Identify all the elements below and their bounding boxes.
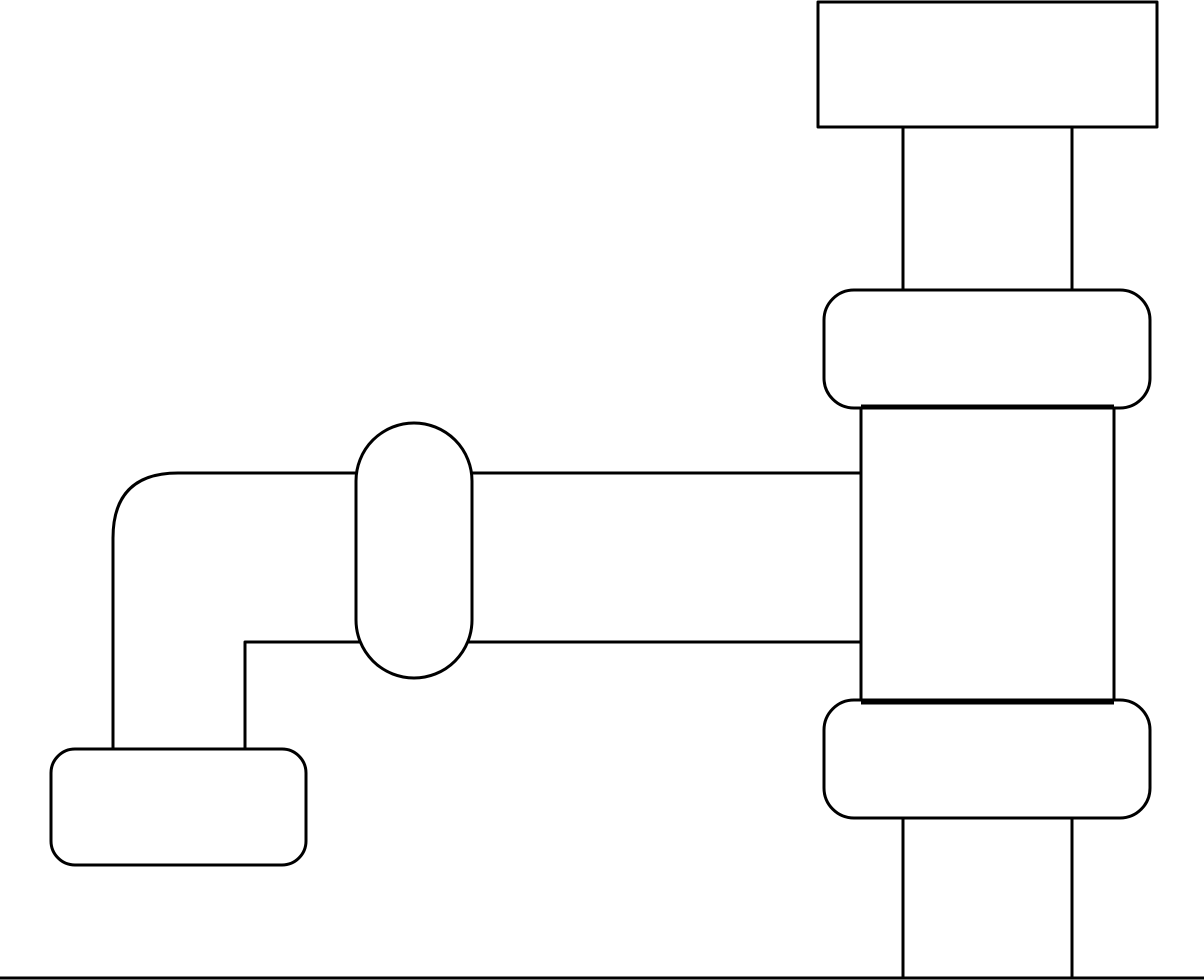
vertical-pipe-lower: [901, 813, 1074, 980]
upper-coupling: [822, 288, 1152, 410]
left-end-cap: [49, 747, 308, 867]
tee-body: [859, 402, 1116, 706]
top-cap: [816, 0, 1159, 129]
branch-coupling: [354, 421, 474, 680]
lower-coupling: [822, 698, 1152, 820]
vertical-pipe-upper: [901, 124, 1074, 294]
elbow-pipe: [111, 471, 868, 754]
